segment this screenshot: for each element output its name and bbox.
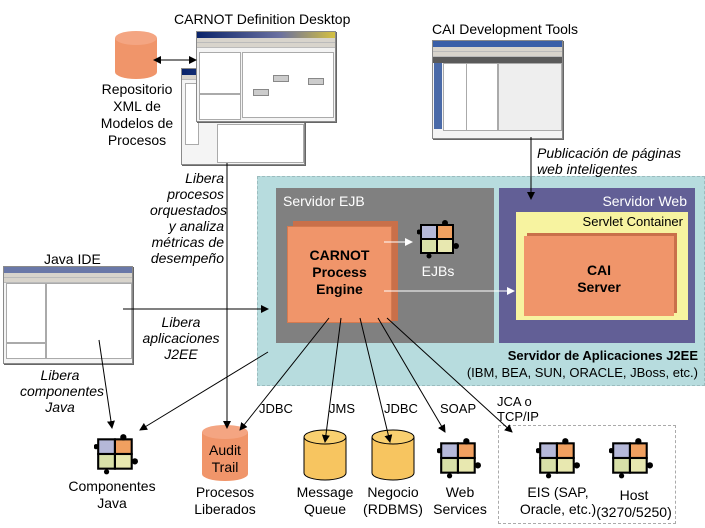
eis-2: Oracle, etc.) [519,501,597,517]
ejbs-label: EJBs [421,263,455,279]
repo-line-3: Modelos de [100,115,174,131]
web-services-label: Web Services [422,484,498,518]
ng-2: (RDBMS) [363,501,423,517]
lp-5: métricas de [151,234,224,250]
ng-1: Negocio [367,484,419,500]
ws-1: Web [445,484,475,500]
annotation-libera-aplicaciones: Libera aplicaciones J2EE [142,314,220,362]
repo-line-4: Procesos [107,132,167,148]
annotation-libera-componentes: Libera componentes Java [20,367,105,415]
engine-ws-line [377,317,446,433]
engine-line-2: Process [312,264,367,280]
host-2: (3270/5250) [596,504,672,520]
carnot-process-engine: CARNOT Process Engine [287,226,392,323]
eis-puzzle-icon [536,438,580,479]
pub-2: web inteligentes [537,161,638,177]
componentes-java-label: Componentes Java [62,478,162,512]
pub-1: Publicación de páginas [537,145,681,161]
cai-line-2: Server [577,279,621,295]
lp-6: desempeño [150,250,224,266]
engine-line-3: Engine [316,281,363,297]
la-2: aplicaciones [142,330,220,346]
cj-1: Componentes [68,478,156,494]
annotation-libera-procesos: Libera procesos orquestados y analiza mé… [150,170,228,266]
app-server-vendors: (IBM, BEA, SUN, ORACLE, JBoss, etc.) [466,365,698,380]
cai-tools-label: CAI Development Tools [432,21,579,37]
protocol-jms: JMS [329,401,355,416]
java-ide-label: Java IDE [44,251,101,267]
repo-line-1: Repositorio [101,81,173,97]
ejb-server-label: Servidor EJB [283,193,365,209]
cai-tools-screenshot [432,40,563,139]
definition-desktop-screenshot-front [196,31,336,122]
componentes-java-puzzle-icon [94,434,138,475]
jca-2: TCP/IP [497,409,539,424]
engine-negocio-line [359,317,393,443]
la-1: Libera [161,314,201,330]
lc-1: Libera [40,367,80,383]
negocio-label: Negocio (RDBMS) [353,484,433,518]
la-3: J2EE [164,346,198,362]
protocol-soap: SOAP [440,401,477,416]
repository-database-icon [115,31,157,79]
negocio-database-icon [371,429,415,481]
engine-eis-line [386,317,513,433]
repository-label: Repositorio XML de Modelos de Procesos [84,81,190,149]
mq-1: Message [296,484,354,500]
annotation-publicacion: Publicación de páginas web inteligentes [537,145,681,177]
jca-1: JCA o [497,394,532,409]
eis-label: EIS (SAP, Oracle, etc.) [515,484,601,518]
definition-desktop-label: CARNOT Definition Desktop [174,11,351,27]
ws-2: Services [433,501,487,517]
audit-trail-label: Audit Trail [201,442,249,476]
appserver-componentes-arrow [139,351,269,431]
pl-1: Procesos [195,484,255,500]
protocol-jca: JCA o TCP/IP [497,394,539,424]
eis-1: EIS (SAP, [527,484,589,500]
procesos-liberados-label: Procesos Liberados [185,484,265,518]
java-ide-screenshot [3,266,133,364]
cj-2: Java [97,495,127,511]
lp-1: Libera [185,170,224,186]
repo-line-2: XML de [113,98,161,114]
protocol-jdbc-negocio: JDBC [384,401,418,416]
pl-2: Liberados [194,501,256,517]
mq-2: Queue [303,501,347,517]
web-services-puzzle-icon [437,438,481,479]
engine-line-1: CARNOT [309,247,370,263]
at-2: Trail [211,459,239,475]
cai-server: CAI Server [524,236,674,316]
app-server-title: Servidor de Aplicaciones J2EE [507,348,698,363]
host-1: Host [619,487,649,503]
cai-line-1: CAI [586,262,612,278]
lc-3: Java [45,399,75,415]
host-label: Host (3270/5250) [594,487,674,521]
lc-2: componentes [20,383,105,399]
eis-host-group [498,425,676,524]
message-queue-label: Message Queue [285,484,365,518]
ejbs-puzzle-icon [417,220,459,259]
protocol-jdbc-audit: JDBC [259,401,293,416]
lp-3: orquestados [150,202,228,218]
audit-trail-database-icon [202,425,248,481]
host-puzzle-icon [609,438,653,479]
lp-4: y analiza [168,218,224,234]
engine-mq-line [321,317,342,443]
lp-2: procesos [167,186,224,202]
servlet-container-label: Servlet Container [582,214,683,229]
web-server-label: Servidor Web [602,193,687,209]
at-1: Audit [209,442,241,458]
engine-audit-line [239,317,330,431]
ide-componentes-arrow [98,339,115,429]
